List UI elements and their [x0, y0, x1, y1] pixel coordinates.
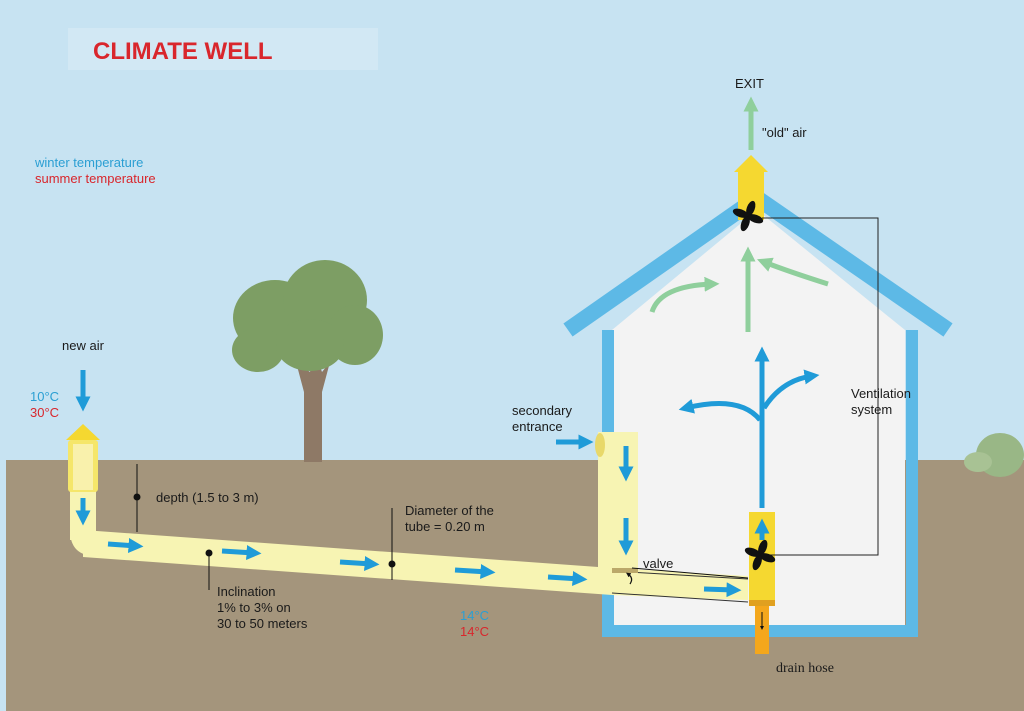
legend-summer: summer temperature [35, 171, 156, 186]
ventilation-wire [762, 217, 879, 556]
secondary-entrance-line2: entrance [512, 419, 563, 434]
bush [964, 433, 1024, 477]
inlet-summer-temp: 30°C [30, 405, 59, 420]
old-air-arrows [649, 96, 829, 332]
tube-summer-temp: 14°C [460, 624, 489, 639]
drain-hose-label: drain hose [776, 661, 834, 676]
secondary-entrance-line1: secondary [512, 403, 572, 418]
tree [232, 260, 383, 462]
inlet-pipe [66, 424, 100, 492]
legend-winter: winter temperature [34, 155, 143, 170]
inclination-label-line2: 1% to 3% on [217, 600, 291, 615]
measurement-leaders [133, 464, 764, 630]
depth-label: depth (1.5 to 3 m) [156, 490, 259, 505]
inclination-label-line3: 30 to 50 meters [217, 616, 308, 631]
old-air-label: "old" air [762, 125, 807, 140]
diameter-label-line1: Diameter of the [405, 503, 494, 518]
tube-winter-temp: 14°C [460, 608, 489, 623]
inclination-label-line1: Inclination [217, 584, 276, 599]
exit-label: EXIT [735, 76, 764, 91]
fan-icon [732, 200, 764, 232]
new-air-label: new air [62, 338, 105, 353]
ventilation-label-line2: system [851, 402, 892, 417]
diameter-label-line2: tube = 0.20 m [405, 519, 485, 534]
title-panel [68, 28, 378, 70]
air-flow-arrows [75, 346, 820, 598]
page-title: CLIMATE WELL [93, 38, 273, 65]
ventilation-label-line1: Ventilation [851, 386, 911, 401]
valve-label: valve [643, 556, 673, 571]
fan-icon [744, 539, 776, 571]
inlet-winter-temp: 10°C [30, 389, 59, 404]
